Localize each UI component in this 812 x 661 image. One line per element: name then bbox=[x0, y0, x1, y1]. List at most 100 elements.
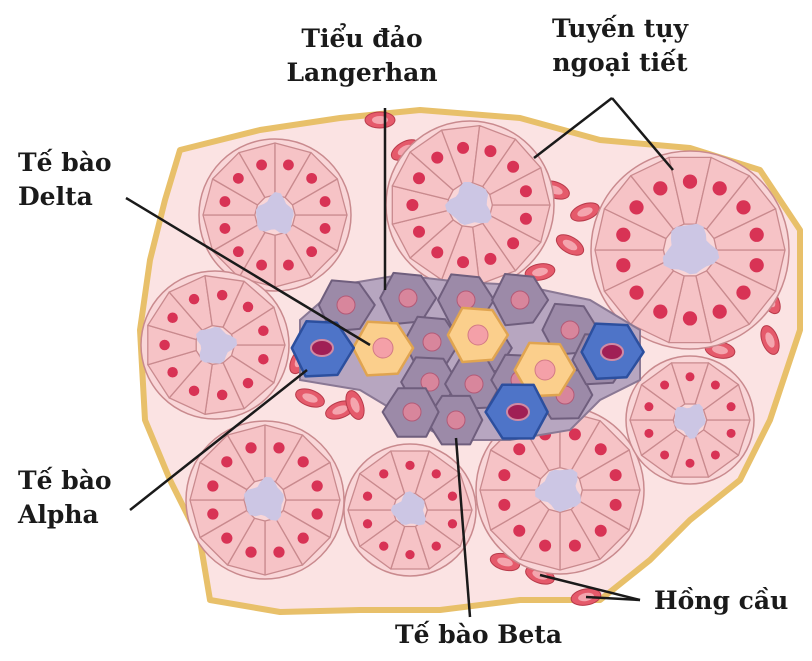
label-exocrine-line2: ngoại tiết bbox=[520, 46, 720, 80]
acinar-nucleus bbox=[711, 381, 720, 390]
beta-nucleus bbox=[561, 321, 579, 339]
acinar-nucleus bbox=[750, 228, 764, 242]
acinar-nucleus bbox=[167, 367, 178, 378]
acinus bbox=[141, 271, 289, 419]
acinar-nucleus bbox=[379, 469, 388, 478]
acinar-nucleus bbox=[432, 469, 441, 478]
acinar-nucleus bbox=[189, 294, 200, 305]
acinar-nucleus bbox=[258, 326, 269, 337]
acinar-nucleus bbox=[484, 253, 496, 265]
acinar-nucleus bbox=[686, 372, 695, 381]
acinar-nucleus bbox=[610, 499, 622, 511]
beta-nucleus bbox=[423, 333, 441, 351]
red-blood-cell bbox=[365, 112, 395, 128]
acinar-nucleus bbox=[629, 200, 643, 214]
acinar-nucleus bbox=[159, 340, 170, 351]
beta-nucleus bbox=[465, 375, 483, 393]
acinar-nucleus bbox=[405, 550, 414, 559]
beta-nucleus bbox=[457, 291, 475, 309]
acinar-nucleus bbox=[220, 196, 231, 207]
acinar-nucleus bbox=[457, 256, 469, 268]
label-islet-line2: Langerhan bbox=[262, 56, 462, 90]
beta-nucleus bbox=[447, 411, 465, 429]
acinar-nucleus bbox=[245, 442, 256, 453]
acinar-nucleus bbox=[431, 246, 443, 258]
acinar-nucleus bbox=[457, 142, 469, 154]
acinar-nucleus bbox=[513, 525, 525, 537]
acinar-nucleus bbox=[616, 228, 630, 242]
acinus bbox=[344, 444, 476, 576]
acinar-nucleus bbox=[448, 492, 457, 501]
acinar-nucleus bbox=[448, 519, 457, 528]
acinar-nucleus bbox=[405, 461, 414, 470]
acinar-nucleus bbox=[713, 181, 727, 195]
acinar-nucleus bbox=[727, 429, 736, 438]
label-islet-line1: Tiểu đảo bbox=[262, 22, 462, 56]
acinar-nucleus bbox=[207, 508, 218, 519]
acinar-nucleus bbox=[258, 354, 269, 365]
acinar-nucleus bbox=[220, 223, 231, 234]
acinar-nucleus bbox=[243, 378, 254, 389]
acinar-nucleus bbox=[320, 223, 331, 234]
acinar-nucleus bbox=[595, 443, 607, 455]
acinar-nucleus bbox=[431, 152, 443, 164]
label-exocrine-line1: Tuyến tụy bbox=[520, 12, 720, 46]
acinar-nucleus bbox=[221, 533, 232, 544]
label-islet-langerhans: Tiểu đảo Langerhan bbox=[262, 22, 462, 90]
beta-nucleus bbox=[511, 291, 529, 309]
acinar-nucleus bbox=[406, 199, 418, 211]
acinar-nucleus bbox=[432, 541, 441, 550]
beta-nucleus bbox=[403, 403, 421, 421]
acinus bbox=[186, 421, 344, 579]
acinar-nucleus bbox=[484, 145, 496, 157]
alpha-nucleus bbox=[507, 404, 529, 420]
acinar-nucleus bbox=[243, 302, 254, 313]
acinar-nucleus bbox=[413, 226, 425, 238]
delta-nucleus bbox=[535, 360, 555, 380]
acinar-nucleus bbox=[312, 480, 323, 491]
acinar-nucleus bbox=[539, 540, 551, 552]
acinar-nucleus bbox=[569, 540, 581, 552]
acinar-nucleus bbox=[189, 386, 200, 397]
acinar-nucleus bbox=[273, 547, 284, 558]
acinar-nucleus bbox=[653, 305, 667, 319]
acinar-nucleus bbox=[256, 260, 267, 271]
acinar-nucleus bbox=[513, 443, 525, 455]
delta-nucleus bbox=[373, 338, 393, 358]
acinar-nucleus bbox=[520, 213, 532, 225]
alpha-nucleus bbox=[311, 340, 333, 356]
acinar-nucleus bbox=[283, 260, 294, 271]
label-beta-cell: Tế bào Beta bbox=[395, 618, 562, 652]
acinar-nucleus bbox=[713, 305, 727, 319]
acinus bbox=[626, 356, 754, 484]
acinar-nucleus bbox=[629, 286, 643, 300]
acinar-nucleus bbox=[167, 313, 178, 324]
acinar-nucleus bbox=[363, 492, 372, 501]
acinar-nucleus bbox=[711, 450, 720, 459]
acinar-nucleus bbox=[595, 525, 607, 537]
acinar-nucleus bbox=[683, 311, 697, 325]
acinar-nucleus bbox=[616, 258, 630, 272]
acinar-nucleus bbox=[306, 246, 317, 257]
acinar-nucleus bbox=[320, 196, 331, 207]
acinus bbox=[386, 121, 554, 289]
label-delta-line1: Tế bào bbox=[18, 146, 112, 180]
acinar-nucleus bbox=[498, 499, 510, 511]
label-delta-line2: Delta bbox=[18, 180, 112, 214]
acinar-nucleus bbox=[379, 541, 388, 550]
acinar-nucleus bbox=[312, 508, 323, 519]
label-alpha-cell: Tế bào Alpha bbox=[18, 464, 112, 532]
acinar-nucleus bbox=[207, 480, 218, 491]
label-red-blood-cell: Hồng cầu bbox=[654, 584, 788, 618]
acinar-nucleus bbox=[683, 174, 697, 188]
acinar-nucleus bbox=[217, 390, 228, 401]
alpha-nucleus bbox=[601, 344, 623, 360]
acinar-nucleus bbox=[221, 456, 232, 467]
acinar-nucleus bbox=[736, 286, 750, 300]
acinar-nucleus bbox=[363, 519, 372, 528]
acinar-nucleus bbox=[256, 160, 267, 171]
acinar-nucleus bbox=[233, 173, 244, 184]
acinus bbox=[199, 139, 351, 291]
